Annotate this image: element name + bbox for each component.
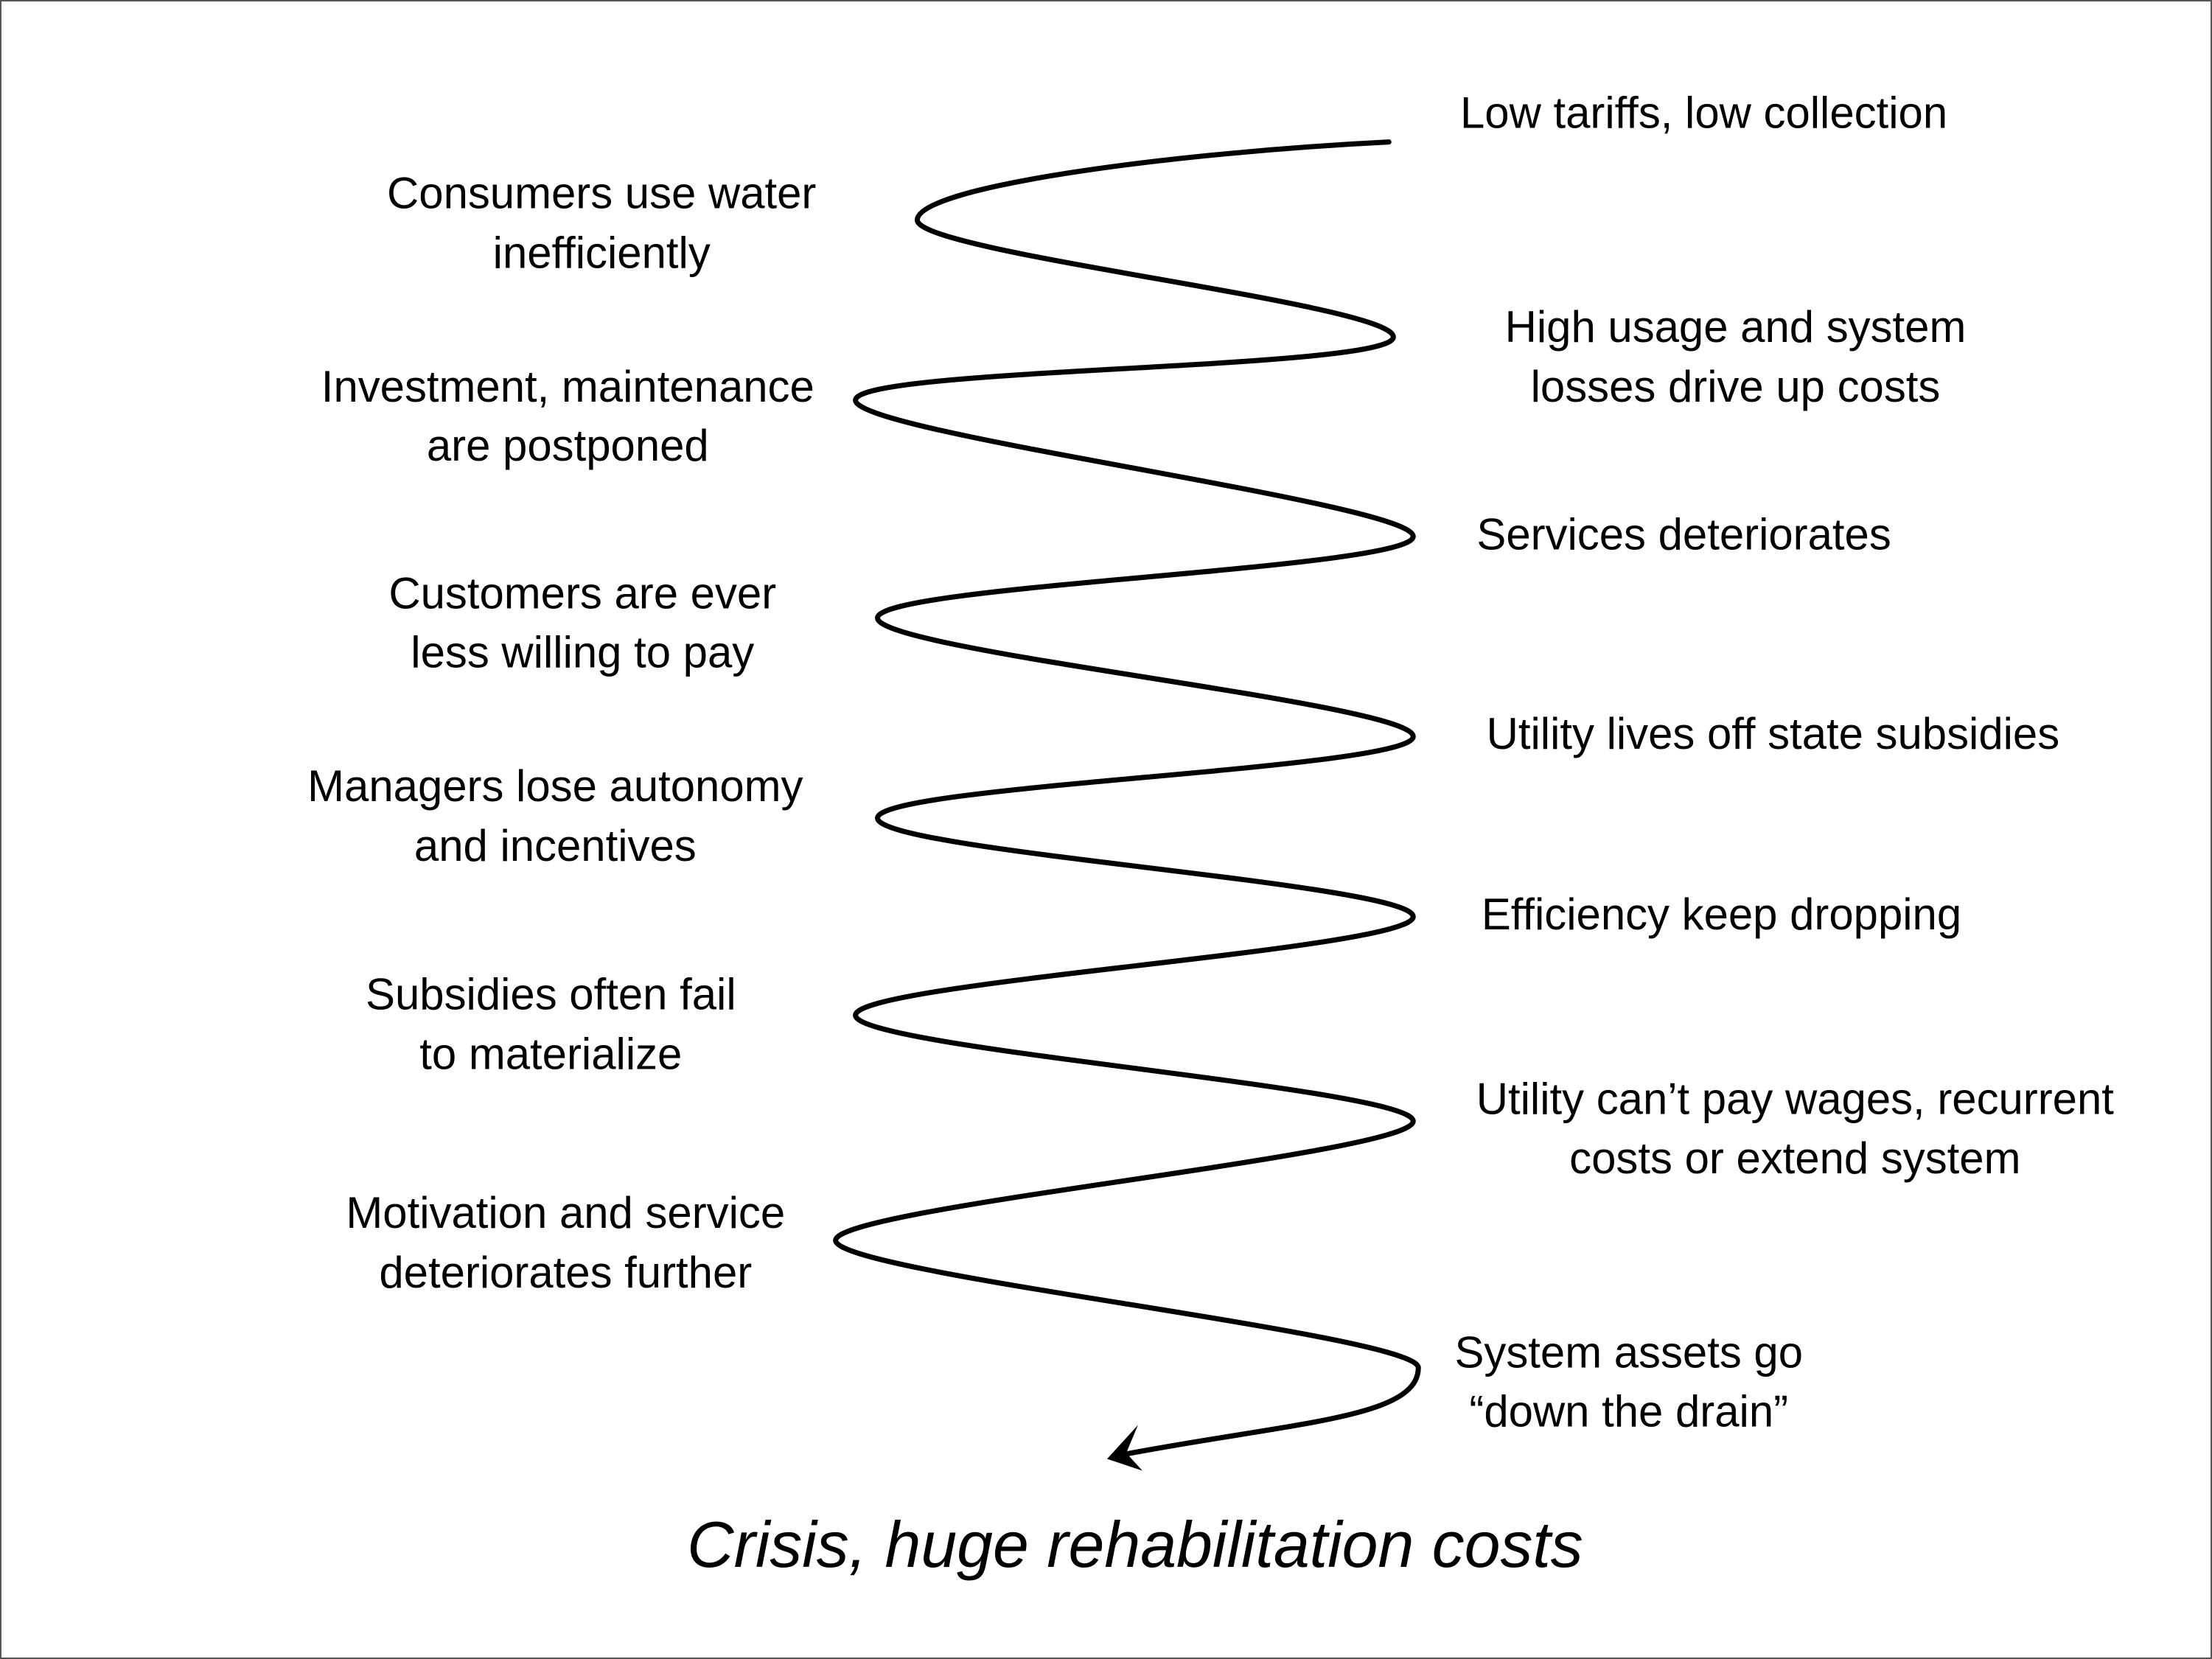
label-services-deteriorate: Services deteriorates	[1476, 510, 1891, 559]
label-investment-line1: Investment, maintenance	[321, 362, 814, 411]
label-managers-line1: Managers lose autonomy	[307, 761, 803, 811]
label-high-usage-line1: High usage and system	[1505, 302, 1967, 352]
label-consumers-line1: Consumers use water	[387, 169, 816, 218]
label-managers-line2: and incentives	[414, 821, 697, 870]
label-state-subsidies: Utility lives off state subsidies	[1487, 709, 2060, 758]
spiral-curve	[833, 139, 1421, 1459]
label-cant-pay-line2: costs or extend system	[1569, 1134, 2020, 1183]
label-investment-line2: are postponed	[427, 421, 709, 470]
label-motivation-line1: Motivation and service	[346, 1188, 785, 1237]
label-motivation-line2: deteriorates further	[379, 1248, 752, 1297]
label-high-usage-line2: losses drive up costs	[1531, 362, 1941, 411]
label-assets-drain-line1: System assets go	[1454, 1328, 1803, 1377]
label-subsidies-fail-line2: to materialize	[419, 1029, 682, 1078]
arrowhead-icon	[1106, 1425, 1142, 1471]
label-customers-line2: less willing to pay	[411, 627, 754, 677]
label-customers-line1: Customers are ever	[388, 569, 776, 618]
label-cant-pay-line1: Utility can’t pay wages, recurrent	[1476, 1074, 2115, 1123]
outcome-title: Crisis, huge rehabilitation costs	[687, 1508, 1583, 1581]
label-assets-drain-line2: “down the drain”	[1469, 1387, 1788, 1436]
label-consumers-line2: inefficiently	[493, 228, 711, 277]
label-subsidies-fail-line1: Subsidies often fail	[366, 970, 736, 1019]
label-low-tariffs: Low tariffs, low collection	[1460, 88, 1947, 138]
label-efficiency-dropping: Efficiency keep dropping	[1482, 890, 1961, 939]
